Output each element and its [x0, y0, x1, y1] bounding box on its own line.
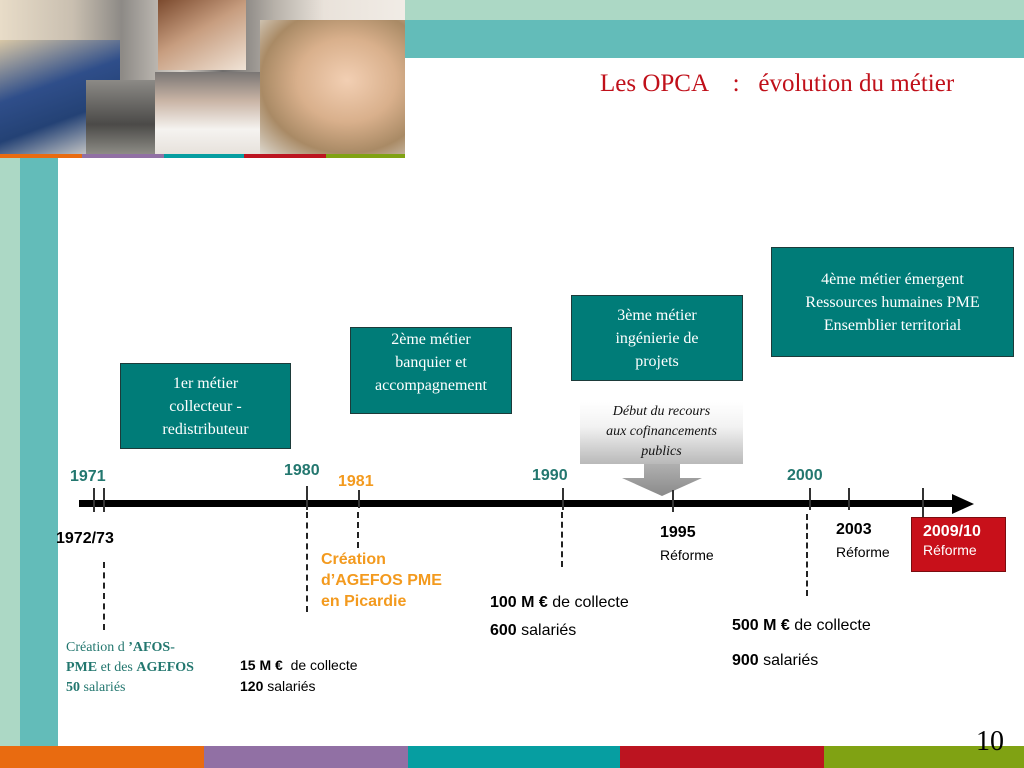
- dash-1981: [357, 512, 359, 548]
- collecte-1990: 100 M €: [490, 594, 548, 611]
- collecte-2000-suffix: de collecte: [789, 617, 871, 634]
- collecte-1990-suffix: de collecte: [547, 594, 629, 611]
- picardie-creation-note: Création d’AGEFOS PME en Picardie: [321, 549, 442, 612]
- dash-1990: [561, 512, 563, 567]
- picardie-line-2: d’AGEFOS PME: [321, 572, 442, 589]
- bottom-bar-teal: [408, 746, 620, 768]
- callout-line-2: aux cofinancements: [606, 424, 717, 439]
- reform-1995: Réforme: [660, 547, 714, 563]
- year-1980: 1980: [284, 462, 320, 479]
- metier-box-2: 2ème métier banquier et accompagnement: [350, 327, 512, 414]
- tick-2003: [848, 488, 850, 510]
- metier-1-line-2: collecteur -: [169, 397, 242, 415]
- photo-woman-thinking: [158, 0, 246, 70]
- metier-box-3: 3ème métier ingénierie de projets: [571, 295, 743, 381]
- cofinancement-callout: Début du recours aux cofinancements publ…: [580, 402, 743, 464]
- down-arrow-icon: [622, 464, 702, 496]
- year-2009-10: 2009/10: [923, 523, 981, 540]
- tick-2000: [809, 488, 811, 510]
- reform-2003: Réforme: [836, 544, 890, 560]
- year-1972-73: 1972/73: [56, 530, 114, 547]
- photo-machinery: [86, 80, 156, 154]
- header-photo-collage: [0, 0, 405, 158]
- photo-color-line-red: [244, 154, 326, 158]
- salaries-2000: 900: [732, 652, 759, 669]
- left-teal-column: [20, 150, 58, 746]
- metier-4-line-1: 4ème métier émergent: [821, 270, 964, 288]
- callout-line-3: publics: [641, 444, 682, 459]
- salaries-1980: 120: [240, 678, 264, 694]
- year-1995: 1995: [660, 524, 696, 541]
- afos-text-2: ’AFOS-: [128, 640, 175, 655]
- stats-2000: 500 M € de collecte 900 salariés: [732, 608, 871, 678]
- metier-3-line-3: projets: [635, 352, 679, 370]
- bottom-bar-orange: [0, 746, 204, 768]
- metier-3-line-2: ingénierie de: [615, 329, 699, 347]
- reform-2009: Réforme: [923, 542, 977, 558]
- metier-2-line-1: 2ème métier: [391, 331, 471, 348]
- metier-4-line-2: Ressources humaines PME: [805, 293, 980, 311]
- metier-1-line-1: 1er métier: [172, 374, 239, 392]
- tick-1971: [93, 488, 95, 512]
- metier-box-1: 1er métier collecteur - redistributeur: [120, 363, 291, 449]
- collecte-1980: 15 M €: [240, 657, 283, 673]
- salaries-2000-suffix: salariés: [758, 652, 819, 669]
- metier-1-line-3: redistributeur: [162, 420, 249, 438]
- bottom-bar-red: [620, 746, 824, 768]
- afos-text-1: Création d: [66, 640, 129, 655]
- bottom-bar-green: [824, 746, 1024, 768]
- timeline-arrow-head-icon: [952, 494, 974, 514]
- year-2000: 2000: [787, 467, 823, 484]
- salaries-1980-suffix: salariés: [263, 678, 316, 694]
- tick-1990: [562, 488, 564, 510]
- metier-3-line-1: 3ème métier: [617, 306, 697, 324]
- tick-1972: [103, 488, 105, 512]
- salaries-1990: 600: [490, 622, 517, 639]
- afos-text-7: salariés: [80, 680, 126, 695]
- metier-box-4: 4ème métier émergent Ressources humaines…: [771, 247, 1014, 357]
- year-2003: 2003: [836, 521, 872, 538]
- reform-2009-badge: 2009/10 Réforme: [911, 517, 1006, 572]
- collecte-1980-suffix: de collecte: [282, 657, 358, 673]
- year-1990: 1990: [532, 467, 568, 484]
- tick-1981: [358, 490, 360, 508]
- left-light-column: [0, 150, 20, 746]
- metier-4-line-3: Ensemblier territorial: [823, 316, 962, 334]
- metier-2-line-3: accompagnement: [375, 377, 487, 394]
- dash-1972: [103, 562, 105, 630]
- year-1981: 1981: [338, 473, 374, 490]
- afos-text-3: PME: [66, 660, 98, 675]
- photo-color-line-purple: [82, 154, 164, 158]
- photo-color-line-green: [326, 154, 405, 158]
- photo-color-line-teal: [164, 154, 244, 158]
- tick-1980: [306, 486, 308, 510]
- tick-2009: [922, 488, 924, 518]
- afos-creation-note: Création d ’AFOS- PME et des AGEFOS 50 s…: [66, 638, 194, 698]
- tick-1995: [672, 490, 674, 512]
- afos-text-4: et des: [97, 660, 137, 675]
- page-number: 10: [976, 726, 1004, 757]
- collecte-2000: 500 M €: [732, 617, 790, 634]
- stats-1980: 15 M € de collecte 120 salariés: [240, 655, 358, 697]
- dash-1980: [306, 512, 308, 612]
- dash-2000: [806, 514, 808, 596]
- salaries-1990-suffix: salariés: [516, 622, 577, 639]
- bottom-bar-purple: [204, 746, 408, 768]
- photo-smiling-woman: [260, 20, 405, 154]
- year-1971: 1971: [70, 468, 106, 485]
- picardie-line-3: en Picardie: [321, 593, 407, 610]
- stats-1990: 100 M € de collecte 600 salariés: [490, 589, 629, 645]
- afos-text-6: 50: [66, 680, 80, 695]
- metier-2-line-2: banquier et: [395, 354, 467, 371]
- slide-title: Les OPCA : évolution du métier: [600, 70, 955, 97]
- callout-line-1: Début du recours: [612, 404, 711, 419]
- picardie-line-1: Création: [321, 551, 386, 568]
- afos-text-5: AGEFOS: [136, 660, 194, 675]
- timeline-axis: [79, 500, 959, 507]
- photo-color-line-orange: [0, 154, 82, 158]
